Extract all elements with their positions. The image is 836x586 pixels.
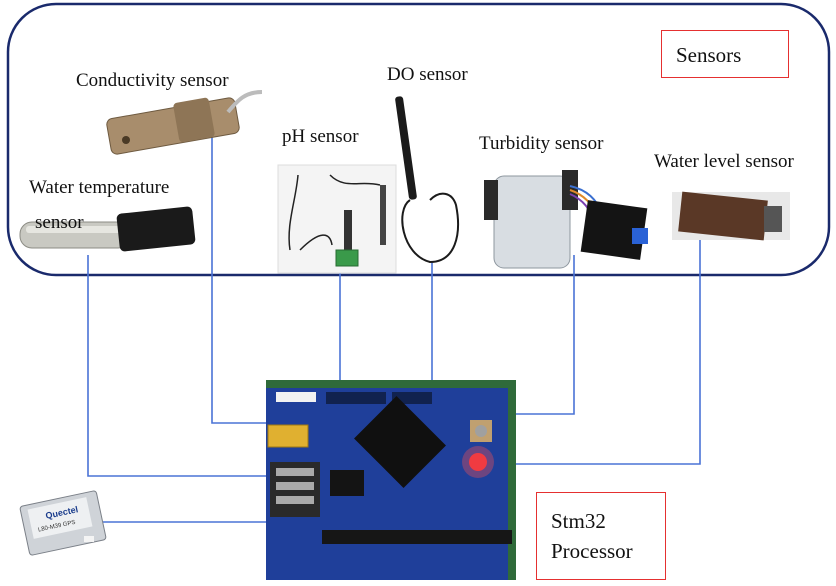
sensors-label-box: Sensors [661, 30, 789, 78]
processor-label-line2: Processor [551, 539, 633, 563]
sensors-group-label: Sensors [676, 43, 742, 67]
water-temperature-sensor-image [19, 206, 196, 252]
processor-label-box: Stm32 Processor [536, 492, 666, 580]
connector-lines [87, 130, 701, 523]
stm32-board-image [266, 380, 516, 580]
line-conductivity [211, 130, 266, 424]
sensors-group-box [6, 2, 831, 277]
water-temperature-sensor-label-line2: sensor [35, 212, 84, 233]
turbidity-sensor-image [484, 170, 648, 269]
line-water-level [515, 240, 701, 465]
water-level-sensor-label: Water level sensor [654, 151, 794, 172]
line-water-temperature [87, 255, 266, 477]
ph-sensor-label: pH sensor [282, 126, 359, 147]
do-sensor-image [395, 96, 459, 264]
ph-sensor-image [277, 164, 397, 274]
processor-label-line1: Stm32 [551, 509, 606, 533]
turbidity-sensor-label: Turbidity sensor [479, 133, 604, 154]
conductivity-sensor-label: Conductivity sensor [76, 70, 229, 91]
water-temperature-sensor-label-line1: Water temperature [29, 177, 170, 198]
water-level-sensor-image [672, 191, 790, 241]
conductivity-sensor-image [106, 90, 263, 155]
gps-module-image: Quectel L80-M39 GPS [19, 490, 107, 556]
line-turbidity [515, 255, 575, 415]
do-sensor-label: DO sensor [387, 64, 468, 85]
